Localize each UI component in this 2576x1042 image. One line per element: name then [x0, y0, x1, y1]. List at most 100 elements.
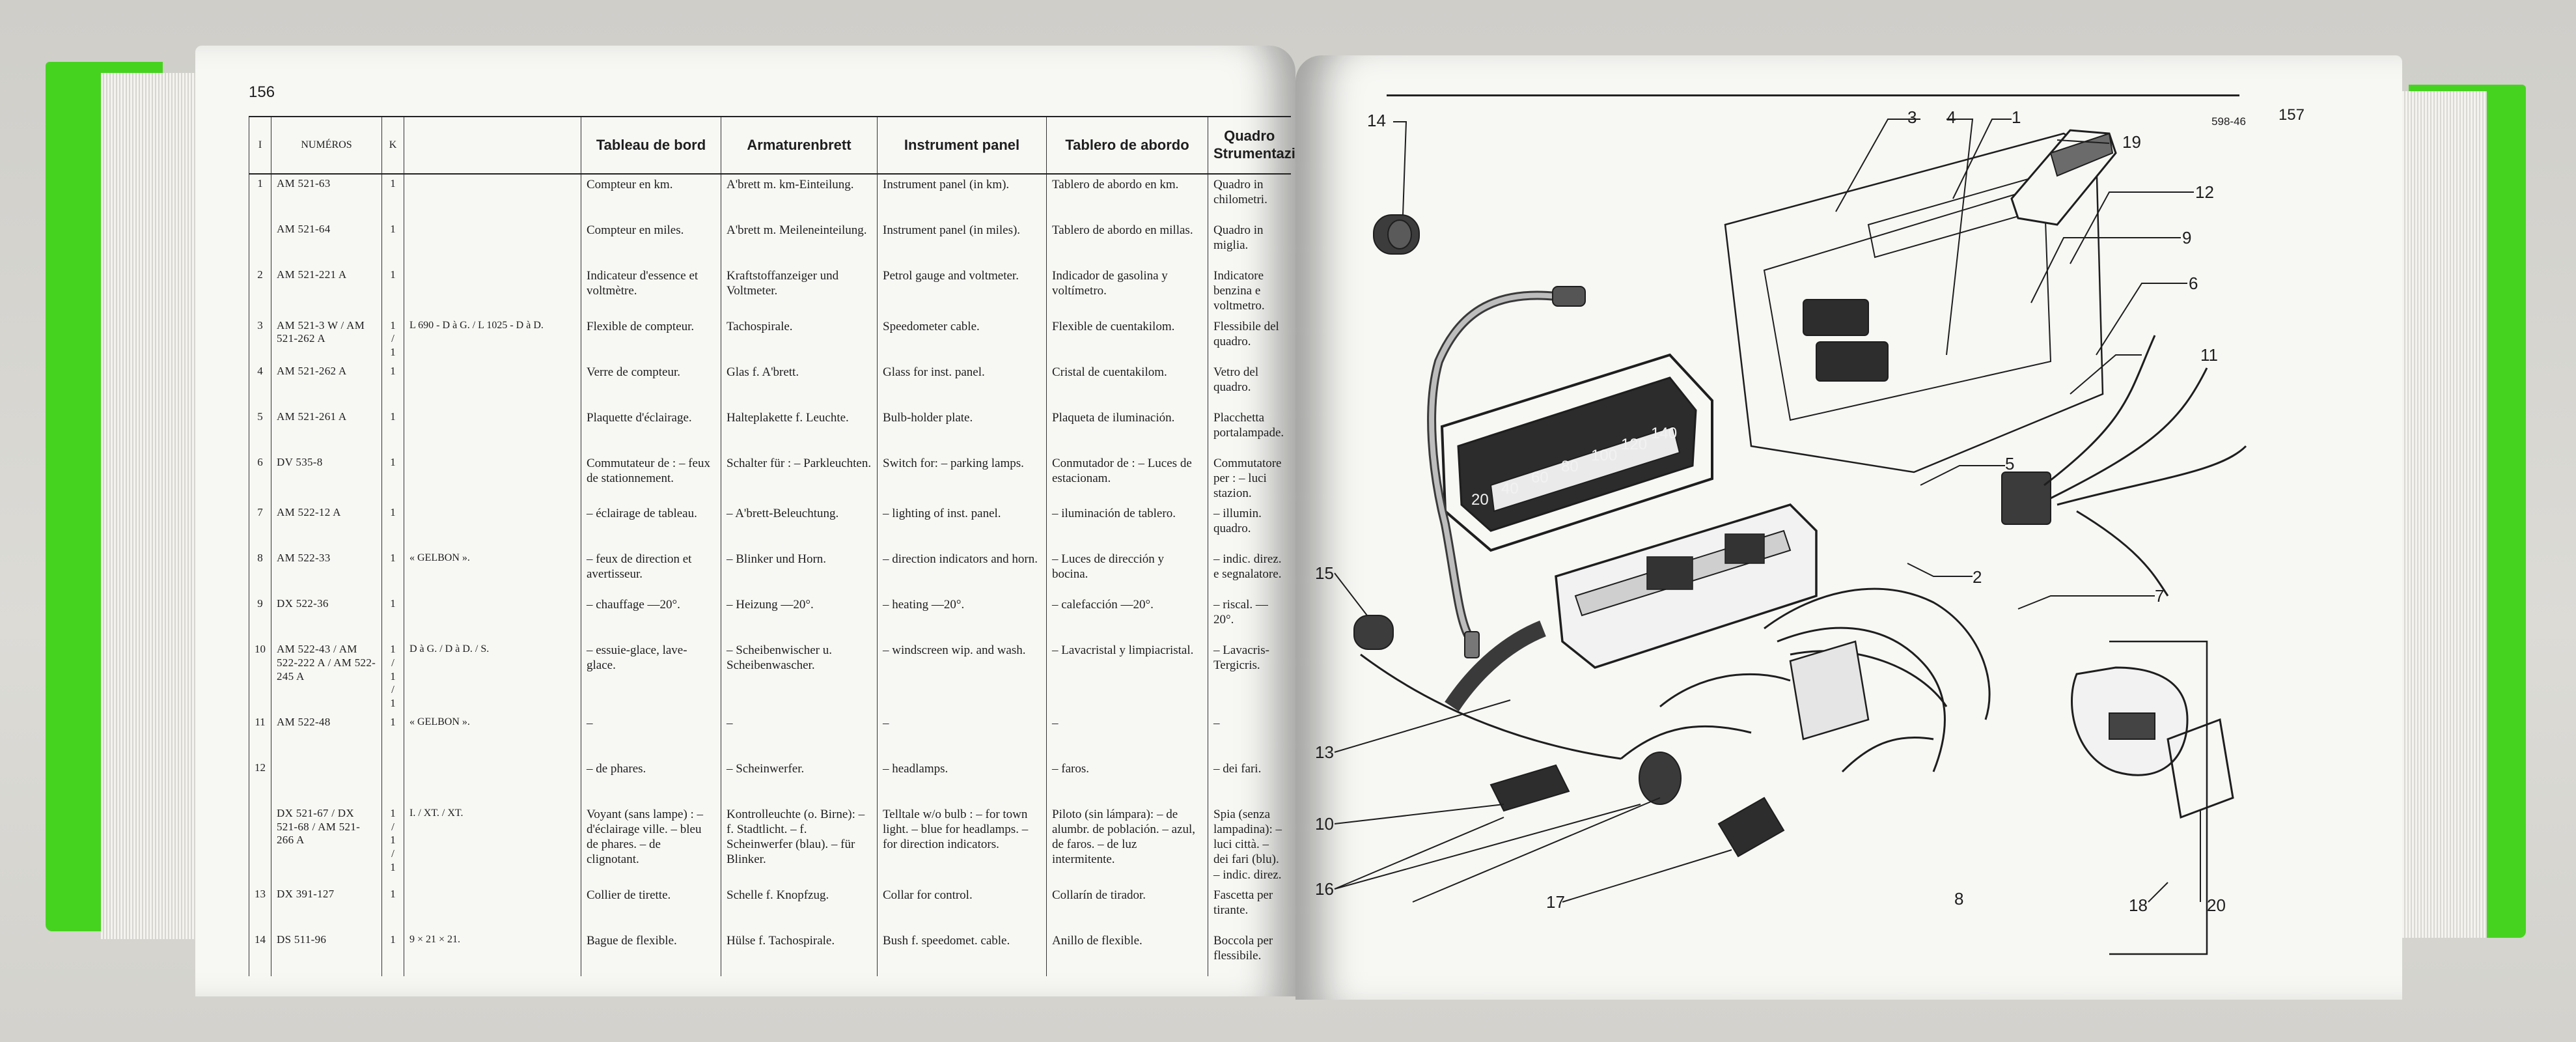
cell-en: Collar for control. — [877, 884, 1047, 931]
cell-en: Telltale w/o bulb : – for town light. – … — [877, 804, 1047, 885]
cell-it: Commutatore per : – luci stazion. — [1208, 453, 1291, 504]
radio-block — [2010, 129, 2117, 226]
callout-14: 14 — [1367, 111, 1386, 130]
speedometer-label: 40 — [1501, 480, 1519, 498]
cell-idx: 4 — [249, 361, 271, 408]
cell-obs — [404, 220, 581, 266]
speedometer-label: 80 — [1561, 458, 1579, 475]
speedometer-cable — [1427, 286, 1586, 658]
cell-it: Spia (senza lampadina): – luci città. – … — [1208, 804, 1291, 885]
header-k: K — [381, 116, 404, 175]
cell-it: Fascetta per tirante. — [1208, 884, 1291, 931]
cell-de: Halteplakette f. Leuchte. — [721, 407, 878, 453]
cell-k: 1 — [381, 595, 404, 641]
cell-k: 1 — [381, 503, 404, 550]
wrapped-cable — [1360, 620, 1622, 760]
cell-obs — [404, 361, 581, 408]
cell-code: DS 511-96 — [271, 930, 382, 976]
callout-6: 6 — [2189, 274, 2198, 293]
cell-en: – direction indicators and horn. — [877, 549, 1047, 595]
cell-obs — [404, 595, 581, 641]
inset-detail — [2071, 640, 2234, 955]
cell-idx: 2 — [249, 266, 271, 317]
cell-k: 1 / 1 — [381, 316, 404, 362]
parts-table: I NUMÉROS K Tableau de bord Armaturenbre… — [249, 116, 1295, 976]
cell-idx: 14 — [249, 930, 271, 976]
cell-idx: 3 — [249, 316, 271, 362]
cell-k: 1 — [381, 266, 404, 317]
page-edges-left — [101, 73, 212, 939]
callout-3: 3 — [1907, 107, 1917, 127]
left-page: 156 I NUMÉROS K Tableau de bord Armature… — [195, 46, 1295, 996]
cell-code: AM 522-33 — [271, 549, 382, 595]
cell-es: – iluminación de tablero. — [1046, 503, 1208, 550]
speedometer-label: 140 — [1651, 425, 1677, 442]
cell-fr: Verre de compteur. — [581, 361, 721, 408]
cell-it: Boccola per flessibile. — [1208, 930, 1291, 976]
leader-lines — [1334, 119, 2201, 903]
cell-obs: 9 × 21 × 21. — [404, 930, 581, 976]
cell-code: DV 535-8 — [271, 453, 382, 504]
callout-2: 2 — [1973, 567, 1982, 587]
callout-12: 12 — [2195, 182, 2214, 202]
cell-k: 1 / 1 / 1 — [381, 804, 404, 885]
rocker-switches — [1803, 299, 2051, 525]
cell-fr: Flexible de compteur. — [581, 316, 721, 362]
cell-fr: Plaquette d'éclairage. — [581, 407, 721, 453]
cell-code: DX 522-36 — [271, 595, 382, 641]
speedometer-label: 20 — [1471, 491, 1489, 509]
cell-en: Bulb-holder plate. — [877, 407, 1047, 453]
cell-fr: – éclairage de tableau. — [581, 503, 721, 550]
cell-code: DX 391-127 — [271, 884, 382, 931]
cell-en: Speedometer cable. — [877, 316, 1047, 362]
cell-idx — [249, 220, 271, 266]
callout-17: 17 — [1546, 892, 1565, 912]
cell-es: Conmutador de : – Luces de estacionam. — [1046, 453, 1208, 504]
cell-en: – — [877, 712, 1047, 759]
speedometer-label: 60 — [1531, 469, 1549, 486]
cell-obs — [404, 758, 581, 804]
callout-15: 15 — [1315, 563, 1334, 583]
cell-k: 1 — [381, 930, 404, 976]
speedometer-label: 100 — [1591, 447, 1617, 464]
callout-4: 4 — [1946, 107, 1956, 127]
switch-block — [1555, 503, 1818, 669]
cell-fr: – essuie-glace, lave-glace. — [581, 640, 721, 713]
cell-code: AM 521-3 W / AM 521-262 A — [271, 316, 382, 362]
cell-es: Piloto (sin lámpara): – de alumbr. de po… — [1046, 804, 1208, 885]
cell-idx: 10 — [249, 640, 271, 713]
cell-es: Collarín de tirador. — [1046, 884, 1208, 931]
callout-7: 7 — [2155, 586, 2165, 606]
cell-code: AM 521-262 A — [271, 361, 382, 408]
callout-9: 9 — [2182, 228, 2192, 247]
cell-code — [271, 758, 382, 804]
cell-it: Quadro in miglia. — [1208, 220, 1291, 266]
cell-fr: Indicateur d'essence et voltmètre. — [581, 266, 721, 317]
cell-es: – Lavacristal y limpiacristal. — [1046, 640, 1208, 713]
cell-k — [381, 758, 404, 804]
cell-idx: 5 — [249, 407, 271, 453]
cell-k: 1 — [381, 174, 404, 220]
cell-en: Instrument panel (in miles). — [877, 220, 1047, 266]
cell-es: – Luces de dirección y bocina. — [1046, 549, 1208, 595]
cell-de: A'brett m. Meileneinteilung. — [721, 220, 878, 266]
cell-de: Kontrolleuchte (o. Birne): – f. Stadtlic… — [721, 804, 878, 885]
cell-es: Flexible de cuentakilom. — [1046, 316, 1208, 362]
cell-es: Tablero de abordo en millas. — [1046, 220, 1208, 266]
cell-es: Tablero de abordo en km. — [1046, 174, 1208, 220]
cell-code: AM 522-43 / AM 522-222 A / AM 522-245 A — [271, 640, 382, 713]
cell-de: Schelle f. Knopfzug. — [721, 884, 878, 931]
cell-idx — [249, 804, 271, 885]
cell-it: Placchetta portalampade. — [1208, 407, 1291, 453]
cell-de: Glas f. A'brett. — [721, 361, 878, 408]
